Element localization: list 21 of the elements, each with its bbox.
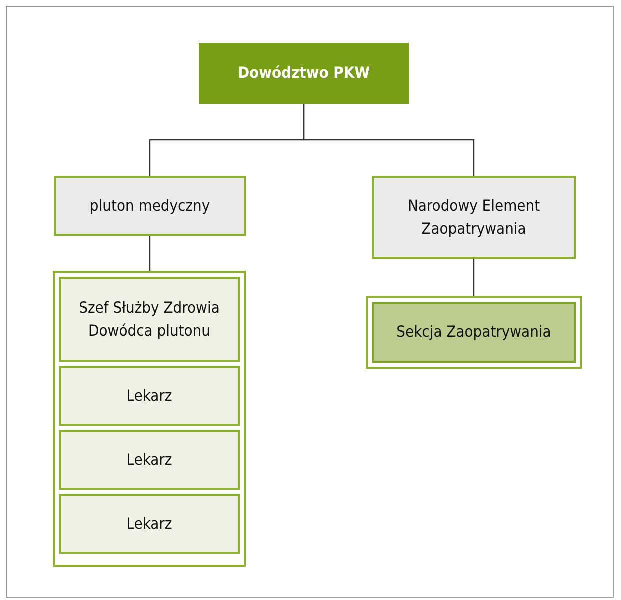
- box-label: Narodowy Element Zaopatrywania: [406, 196, 542, 240]
- box-label: Sekcja Zaopatrywania: [396, 322, 552, 344]
- org-box: [59, 366, 240, 426]
- connector-line: [303, 104, 475, 176]
- org-box: [54, 176, 246, 236]
- group-box: [53, 271, 246, 567]
- box-label: Szef Służby Zdrowia Dowódca plutonu: [78, 298, 221, 342]
- org-box: [59, 277, 240, 362]
- group-box: [366, 296, 582, 369]
- connector-line: [149, 236, 151, 271]
- org-box: [59, 430, 240, 490]
- box-label: pluton medyczny: [90, 196, 210, 217]
- box-label: Lekarz: [126, 450, 172, 471]
- connector-line: [473, 259, 475, 296]
- org-box: [199, 43, 409, 104]
- box-label: Dowództwo PKW: [238, 63, 370, 84]
- org-box: [59, 494, 240, 554]
- box-label: Lekarz: [126, 386, 172, 407]
- org-box: [372, 302, 576, 363]
- box-label: Lekarz: [126, 514, 172, 535]
- org-box: [372, 176, 576, 259]
